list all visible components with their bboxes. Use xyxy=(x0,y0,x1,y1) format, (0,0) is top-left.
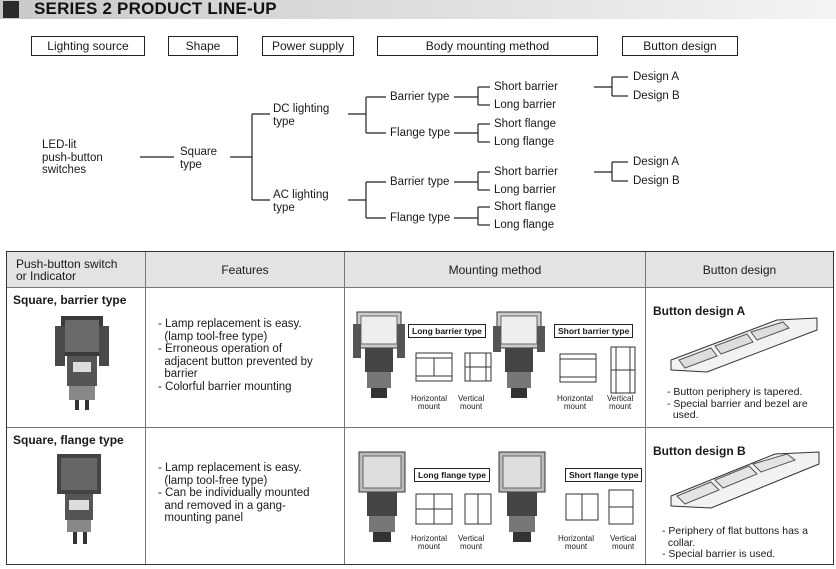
flange-switch-image xyxy=(57,454,101,544)
tree-dc-long-barrier: Long barrier xyxy=(494,99,557,111)
tree-ac-long-barrier: Long barrier xyxy=(494,184,557,196)
row1-design-notes: - Button periphery is tapered. - Special… xyxy=(667,386,808,421)
header-button-design: Button design xyxy=(622,36,738,56)
row2-mounting-cell xyxy=(345,428,646,564)
row2-title: Square, flange type xyxy=(13,433,124,447)
tree-ac-lighting: AC lighting type xyxy=(273,189,329,214)
header-body-mounting-method: Body mounting method xyxy=(377,36,598,56)
tree-ac-short-barrier: Short barrier xyxy=(494,166,558,178)
short-flange-tag: Short flange type xyxy=(565,468,643,482)
row1-name-cell xyxy=(7,288,146,428)
row1-design-title: Button design A xyxy=(653,304,746,318)
tree-design-b-1: Design B xyxy=(633,90,680,102)
header-lighting-source: Lighting source xyxy=(31,36,145,56)
tree-dc-lighting: DC lighting type xyxy=(273,103,330,128)
tree-ac-flange-type: Flange type xyxy=(390,212,451,224)
tree-dc-short-barrier: Short barrier xyxy=(494,81,558,93)
long-flange-tag: Long flange type xyxy=(414,468,490,482)
th-mounting-method: Mounting method xyxy=(345,252,646,288)
title-marker xyxy=(3,1,19,18)
short-barrier-switch-image xyxy=(493,311,545,398)
row2-design-notes: - Periphery of flat buttons has a collar… xyxy=(662,525,808,560)
page-title: SERIES 2 PRODUCT LINE-UP xyxy=(34,0,277,18)
row1-design-cell xyxy=(646,288,833,428)
th-button-design: Button design xyxy=(646,252,833,288)
button-design-a-image xyxy=(670,317,818,373)
header-shape: Shape xyxy=(168,36,238,56)
row2-features-cell xyxy=(146,428,345,564)
long-barrier-tag: Long barrier type xyxy=(408,324,486,338)
tree-connectors xyxy=(140,76,628,226)
barrier-switch-image xyxy=(55,316,109,410)
tree-ac-long-flange: Long flange xyxy=(494,219,555,231)
row1-horizontal-mount-1: Horizontal mount xyxy=(411,394,448,411)
th-push-button: Push-button switch or Indicator xyxy=(7,252,146,288)
row2-horizontal-mount-1: Horizontal mount xyxy=(411,534,448,551)
title-bar: SERIES 2 PRODUCT LINE-UP xyxy=(0,0,836,19)
tree-dc-flange-type: Flange type xyxy=(390,127,451,139)
row2-name-cell xyxy=(7,428,146,564)
row2-horizontal-mount-2: Horizontal mount xyxy=(558,534,595,551)
row1-vertical-mount-1: Vertical mount xyxy=(458,394,485,411)
tree-ac-barrier-type: Barrier type xyxy=(390,176,450,188)
short-barrier-tag: Short barrier type xyxy=(554,324,634,338)
row1-features-cell xyxy=(146,288,345,428)
long-barrier-switch-image xyxy=(353,311,405,398)
row2-features: - Lamp replacement is easy. (lamp tool-f… xyxy=(158,462,310,524)
button-design-b-image xyxy=(670,451,820,509)
long-flange-mount-diagrams xyxy=(415,493,492,525)
row1-title: Square, barrier type xyxy=(13,293,127,307)
tree-square-type: Square type xyxy=(180,146,218,171)
th-features: Features xyxy=(146,252,345,288)
tree-dc-long-flange: Long flange xyxy=(494,136,555,148)
tree-dc-short-flange: Short flange xyxy=(494,118,557,130)
tree-design-b-2: Design B xyxy=(633,175,680,187)
tree-ac-short-flange: Short flange xyxy=(494,201,557,213)
short-flange-mount-diagrams xyxy=(565,489,634,525)
row2-design-title: Button design B xyxy=(653,444,746,458)
row1-horizontal-mount-2: Horizontal mount xyxy=(557,394,594,411)
row2-vertical-mount-1: Vertical mount xyxy=(458,534,485,551)
row2-vertical-mount-2: Vertical mount xyxy=(610,534,637,551)
tree-design-a-2: Design A xyxy=(633,156,680,168)
long-flange-switch-image xyxy=(358,451,406,542)
tree-led-lit: LED-lit push-button switches xyxy=(42,139,103,176)
tree-design-a-1: Design A xyxy=(633,71,680,83)
header-power-supply: Power supply xyxy=(262,36,354,56)
tree-dc-barrier-type: Barrier type xyxy=(390,91,450,103)
row1-vertical-mount-2: Vertical mount xyxy=(607,394,634,411)
row1-features: - Lamp replacement is easy. (lamp tool-f… xyxy=(158,318,313,393)
row1-mounting-cell xyxy=(345,288,646,428)
short-flange-switch-image xyxy=(498,451,546,542)
product-table: Push-button switch or Indicator Features… xyxy=(6,251,834,565)
short-barrier-mount-diagrams xyxy=(559,346,636,394)
long-barrier-mount-diagrams xyxy=(415,352,492,382)
